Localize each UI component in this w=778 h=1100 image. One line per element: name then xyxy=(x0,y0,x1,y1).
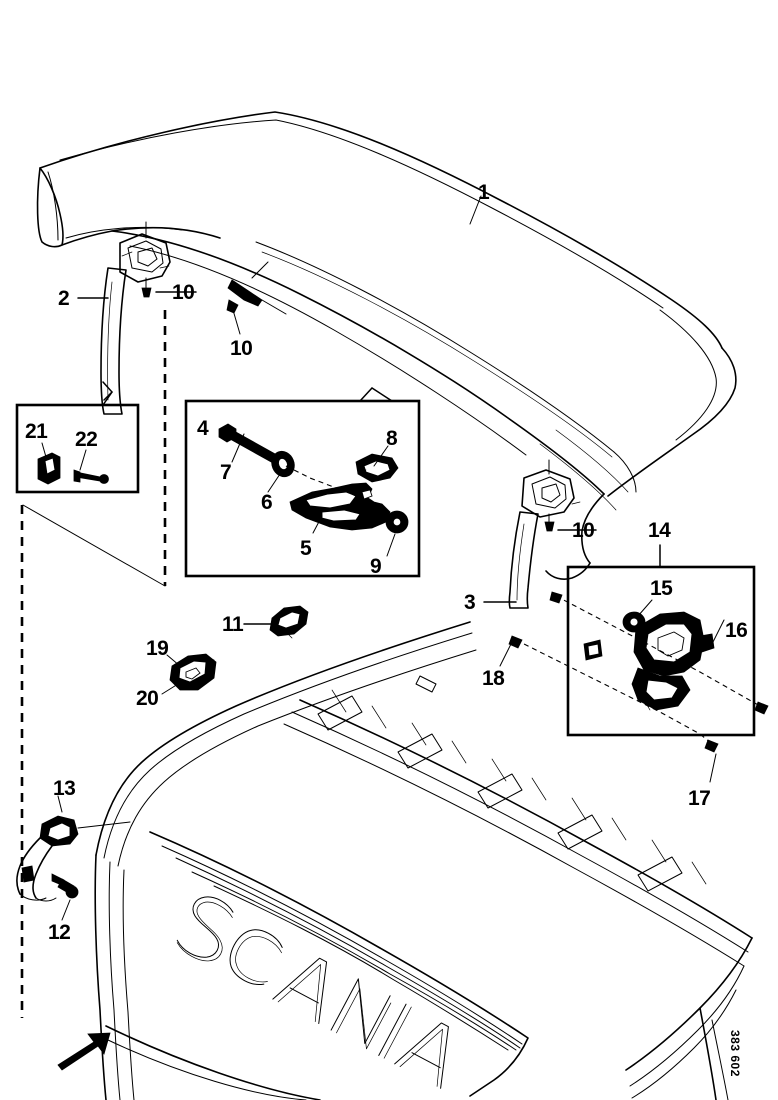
part-19-20-clip xyxy=(161,653,217,695)
callout-13: 13 xyxy=(53,777,76,800)
callout-3: 3 xyxy=(464,591,476,614)
callout-15: 15 xyxy=(650,577,673,600)
detail-box-4-9 xyxy=(184,387,421,578)
part-8-clamp xyxy=(355,453,399,483)
callout-2: 2 xyxy=(58,287,70,310)
left-support-strut xyxy=(100,221,171,415)
callout-14: 14 xyxy=(648,519,671,542)
spoiler-panel xyxy=(36,111,737,580)
part-9-nut xyxy=(385,510,409,534)
main-leader-lines xyxy=(77,195,597,603)
leader-18 xyxy=(499,599,725,783)
callout-10-left: 10 xyxy=(172,281,195,304)
callout-19: 19 xyxy=(146,637,169,660)
part-21-rubber-block xyxy=(37,452,61,485)
detail-box-14-16 xyxy=(549,544,769,737)
callout-16: 16 xyxy=(725,619,748,642)
reference-dashed-lines xyxy=(20,310,167,1018)
part-11-clip xyxy=(243,605,309,639)
callout-10-centre: 10 xyxy=(230,337,253,360)
callout-12: 12 xyxy=(48,921,71,944)
part-13-hinge xyxy=(16,795,131,921)
callout-5: 5 xyxy=(300,537,312,560)
callout-20: 20 xyxy=(136,687,159,710)
detail-box-21-22 xyxy=(15,381,140,494)
centre-fixing-screw xyxy=(226,261,287,315)
part-6-bush xyxy=(271,450,295,478)
callout-8: 8 xyxy=(386,427,398,450)
callout-11: 11 xyxy=(222,613,244,636)
direction-arrow xyxy=(57,1032,111,1071)
right-support-strut xyxy=(508,459,581,609)
callout-7: 7 xyxy=(220,461,232,484)
part-5-bracket xyxy=(289,482,391,531)
callout-1: 1 xyxy=(478,181,490,204)
callout-6: 6 xyxy=(261,491,273,514)
callout-10-right: 10 xyxy=(572,519,595,542)
cab-rear-body xyxy=(94,621,753,1100)
callout-21: 21 xyxy=(25,420,48,443)
callout-18: 18 xyxy=(482,667,505,690)
callout-4: 4 xyxy=(197,417,209,440)
callout-9: 9 xyxy=(370,555,382,578)
callout-17: 17 xyxy=(688,787,711,810)
scania-badge xyxy=(176,896,449,1089)
callout-22: 22 xyxy=(75,428,98,451)
sheet-code: 383 602 xyxy=(728,1030,742,1077)
part-22-pin xyxy=(73,469,109,484)
part-latch-assembly xyxy=(583,611,715,711)
